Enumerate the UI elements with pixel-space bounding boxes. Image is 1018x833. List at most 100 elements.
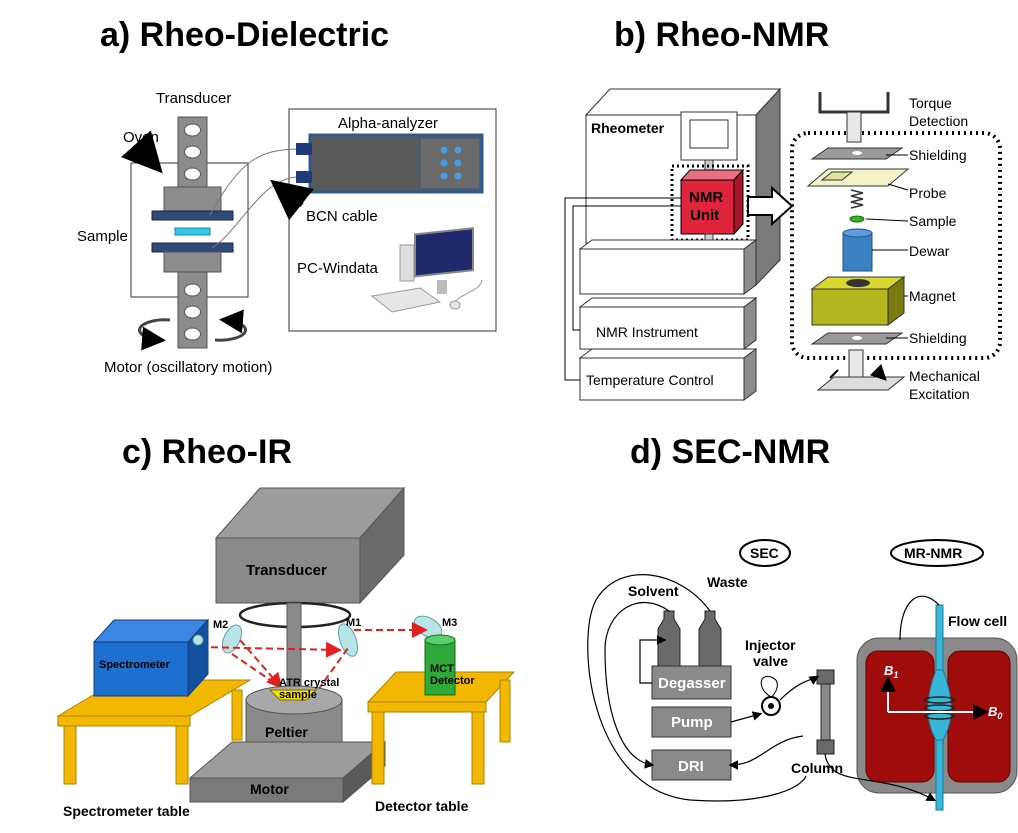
label-m2: M2 [213,619,228,631]
transducer-side [359,486,405,605]
transducer-holes [184,123,201,181]
transducer-front [215,537,361,604]
label-m1: M1 [346,617,361,629]
label-mr-nmr: MR-NMR [904,545,962,561]
column-bottom-cap [816,739,835,755]
solvent-bottle [657,610,681,667]
panel-a-title: a) Rheo-Dielectric [100,16,390,54]
label-injector-1: Injector [745,637,796,653]
label-temperature-control: Temperature Control [586,372,714,388]
panel-a-diagram: Transducer Oven Sample Alpha-analyzer BC… [77,90,497,376]
rheometer-side [755,87,781,287]
label-bcn-cable: BCN cable [306,208,378,225]
label-injector-2: valve [753,653,788,669]
rheometer-top [584,88,782,116]
label-pump: Pump [671,714,713,731]
label-transducer: Transducer [156,90,231,107]
label-pc-windata: PC-Windata [297,260,379,277]
dewar-top [842,228,873,238]
shielding-bottom-hole [852,336,862,340]
oven-arrow [121,130,163,174]
label-probe: Probe [909,185,947,201]
stack-box-nmr-instrument [578,297,758,350]
label-sample: Sample [77,228,128,245]
analyzer-knobs [440,146,462,180]
sec-oval [739,539,791,567]
label-nmr-unit-2: Unit [690,207,719,224]
label-flow-cell: Flow cell [948,613,1007,629]
bcn-arrow [270,179,314,221]
flow-tubing [587,574,940,802]
label-detector-table: Detector table [375,798,469,814]
label-dri: DRI [678,758,704,775]
label-alpha-analyzer: Alpha-analyzer [338,115,438,132]
label-degasser: Degasser [658,675,726,692]
waste-bottle [698,610,722,667]
label-rheometer: Rheometer [591,120,665,136]
label-mct-2: Detector [430,675,475,687]
label-sample-b: Sample [909,213,957,229]
torque-rod [846,111,862,143]
mr-nmr-oval [890,539,984,567]
label-transducer-c: Transducer [246,562,327,579]
panel-c-diagram: Transducer Spectrometer M1 M2 M3 MCT Det… [56,486,516,819]
sample-pellet [849,215,865,223]
label-column: Column [791,760,843,776]
label-oven: Oven [123,129,159,146]
column-top-cap [816,669,835,685]
label-mct-1: MCT [430,663,454,675]
panel-d-diagram: SEC MR-NMR Solvent Waste Injector valve … [587,539,1018,811]
expand-arrow [747,185,794,227]
analyzer-panel [419,137,481,190]
magnet-pole-left [865,650,935,783]
panel-b-title: b) Rheo-NMR [614,16,830,54]
sample-loop [760,675,778,698]
nmr-unit-top [679,169,745,181]
label-mech-2: Excitation [909,386,970,402]
label-motor-c: Motor [250,781,289,797]
ir-beams [199,622,428,691]
rotation-arrow-left [138,318,171,351]
label-mech-1: Mechanical [909,368,980,384]
wire-1 [564,197,681,381]
panel-d-title: d) SEC-NMR [630,433,831,471]
magnet-front [811,288,889,326]
panel-c-title: c) Rheo-IR [122,433,292,471]
dewar-cylinder [842,232,873,272]
stack-box-temperature [578,348,758,401]
label-spectrometer-table: Spectrometer table [63,803,190,819]
torque-head-window [689,119,729,149]
label-torque-1: Torque [909,95,952,111]
label-dewar: Dewar [909,243,950,259]
sample-disk [174,227,211,236]
upper-clamp [163,186,222,212]
magnet-side [887,276,905,326]
label-nmr-instrument: NMR Instrument [596,324,698,340]
injector-valve-center [768,703,774,709]
label-atr-2: sample [279,689,317,701]
spectrometer-port [192,634,204,646]
lower-clamp [163,251,222,273]
wire-2 [572,205,681,331]
stack-box-1 [578,239,758,295]
bcn-cable-top [209,148,297,216]
mct-detector-top [424,634,456,646]
label-shielding-top: Shielding [909,147,967,163]
torque-bracket [818,92,890,114]
label-waste: Waste [707,574,748,590]
shielding-top-hole [852,151,862,155]
label-motor: Motor (oscillatory motion) [104,359,272,376]
pc-icon [370,227,483,313]
label-b0: B0 [988,704,1002,721]
mct-detector [424,639,456,696]
label-torque-2: Detection [909,113,968,129]
mirror-m2 [221,624,243,654]
probe-card [820,171,854,181]
connector-top [296,143,312,155]
column-tube [820,683,831,741]
label-magnet: Magnet [909,288,956,304]
leader-lines [865,154,909,339]
label-solvent: Solvent [628,583,679,599]
label-spectrometer: Spectrometer [99,659,171,671]
